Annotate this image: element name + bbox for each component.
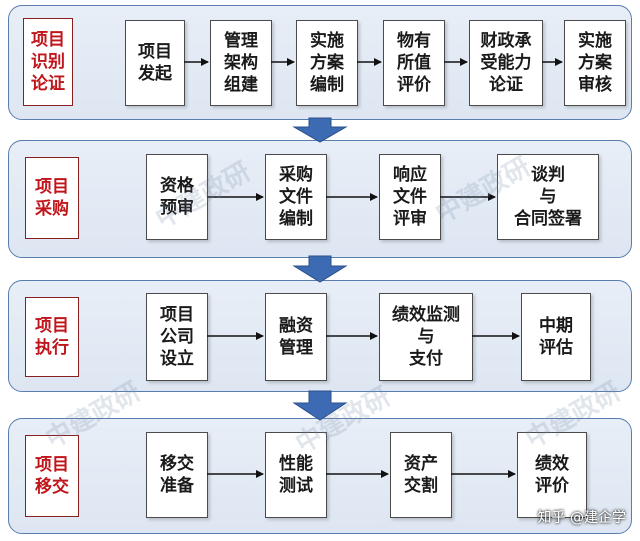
step-fiscal-affordability: 财政承 受能力 论证 <box>469 20 543 106</box>
step-management-setup: 管理 架构 组建 <box>210 20 272 106</box>
stage-label-transfer: 项目 移交 <box>25 435 79 517</box>
step-spv-establishment: 项目 公司 设立 <box>146 293 208 381</box>
stage-panel-procurement: 项目 采购 资格 预审 采购 文件 编制 响应 文件 评审 谈判 与 合同签署 <box>8 140 632 258</box>
step-performance-evaluation: 绩效 评价 <box>517 432 587 518</box>
stage-panel-execution: 项目 执行 项目 公司 设立 融资 管理 绩效监测 与 支付 中期 评估 <box>8 280 632 392</box>
stage-transition-arrow <box>292 117 348 143</box>
step-project-initiation: 项目 发起 <box>125 20 185 106</box>
step-midterm-evaluation: 中期 评估 <box>521 293 591 381</box>
step-performance-monitoring-payment: 绩效监测 与 支付 <box>379 293 473 381</box>
source-credit: 知乎 @建企学 <box>537 510 626 526</box>
step-negotiation-contract: 谈判 与 合同签署 <box>497 154 599 240</box>
step-performance-testing: 性能 测试 <box>265 432 327 518</box>
step-transfer-preparation: 移交 准备 <box>146 432 208 518</box>
stage-panel-identification: 项目 识别 论证 项目 发起 管理 架构 组建 实施 方案 编制 物有 所值 评… <box>8 5 632 120</box>
stage-panel-transfer: 项目 移交 移交 准备 性能 测试 资产 交割 绩效 评价 <box>8 418 632 534</box>
stage-label-execution: 项目 执行 <box>25 297 79 377</box>
step-plan-review: 实施 方案 审核 <box>564 20 626 106</box>
step-plan-preparation: 实施 方案 编制 <box>296 20 358 106</box>
stage-label-identification: 项目 识别 论证 <box>23 18 73 106</box>
step-value-for-money: 物有 所值 评价 <box>383 20 445 106</box>
stage-label-procurement: 项目 采购 <box>25 157 79 239</box>
step-asset-handover: 资产 交割 <box>390 432 452 518</box>
stage-transition-arrow <box>292 255 348 283</box>
step-procurement-docs: 采购 文件 编制 <box>265 154 327 240</box>
step-financing-management: 融资 管理 <box>265 293 327 381</box>
